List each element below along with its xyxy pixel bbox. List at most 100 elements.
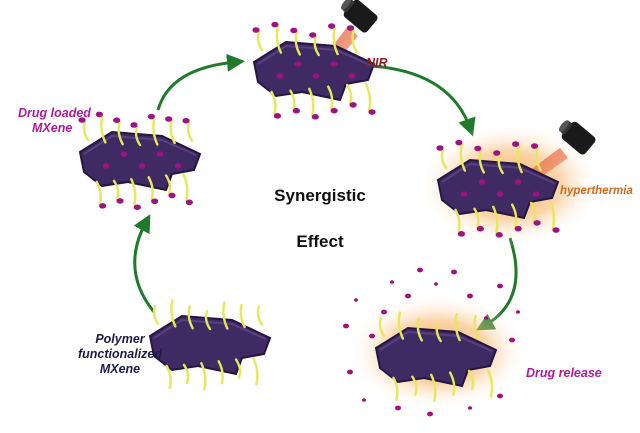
label-drug-loaded-line2: MXene <box>32 121 73 135</box>
arrow-bottom-to-left <box>133 214 156 313</box>
drug-molecule <box>512 141 520 147</box>
polymer-chain <box>256 305 264 326</box>
released-drug-dots <box>343 267 520 417</box>
polymer-chain <box>440 148 448 170</box>
drug-molecule <box>252 27 260 33</box>
polymer-chain <box>411 375 418 396</box>
polymer-chain <box>473 314 480 340</box>
polymer-chain <box>147 176 154 201</box>
polymer-chain <box>548 200 556 230</box>
drug-molecule <box>271 21 279 28</box>
polymer-chain <box>364 82 372 112</box>
drug-molecule <box>95 111 103 118</box>
label-polymer-line3: MXene <box>99 362 141 376</box>
label-nir: NIR <box>366 56 388 70</box>
polymer-chain <box>313 35 320 57</box>
polymer-chain <box>130 178 137 207</box>
drug-molecule <box>102 163 110 169</box>
released-drug-molecule <box>347 369 353 375</box>
polymer-chain <box>186 121 194 142</box>
released-drug-molecule <box>451 269 457 275</box>
polymer-chain <box>182 173 189 202</box>
polymer-chain <box>478 149 486 174</box>
polymer-chain <box>510 203 518 228</box>
drug-molecule <box>120 151 128 157</box>
polymer-chain <box>222 301 229 330</box>
polymer-chain <box>289 89 296 110</box>
drug-molecule <box>330 61 338 67</box>
released-drug-molecule <box>405 293 411 299</box>
center-title-line1: Synergistic <box>274 186 366 205</box>
polymer-chain <box>308 87 315 117</box>
polymer-chain <box>187 305 194 330</box>
polymer-chain <box>397 311 405 340</box>
label-polymer-functionalized: Polymer functionalized MXene <box>72 332 168 377</box>
polymer-chain <box>486 368 494 398</box>
drug-molecule <box>533 220 541 226</box>
drug-molecule <box>493 150 501 156</box>
polymer-chain <box>467 369 475 391</box>
released-drug-molecule <box>390 280 394 284</box>
drug-molecule <box>496 191 504 197</box>
drug-molecule <box>116 198 124 204</box>
drug-molecule <box>495 232 503 238</box>
drug-molecule <box>348 73 356 79</box>
drug-molecule <box>476 225 484 232</box>
polymer-chain <box>326 85 334 110</box>
stage-polymer-functionalized <box>148 299 272 391</box>
laser-emitter-icon <box>340 0 378 33</box>
released-drug-molecule <box>427 411 433 417</box>
drug-molecule <box>346 25 355 31</box>
drug-molecule <box>312 73 320 79</box>
mxene-sheet-highlight <box>441 162 555 184</box>
mxene-sheet-highlight <box>379 330 493 352</box>
polymer-chain <box>378 316 386 338</box>
drug-molecule <box>174 163 182 169</box>
label-drug-loaded-line1: Drug loaded <box>18 106 91 120</box>
mxene-sheet <box>78 130 202 192</box>
polymer-chain <box>448 371 456 396</box>
polymer-chain <box>454 208 461 234</box>
polymer-chain <box>392 376 399 402</box>
mxene-sheet <box>374 326 498 388</box>
drug-molecule <box>292 107 300 114</box>
label-hyperthermia: hyperthermia <box>560 185 633 197</box>
released-drug-molecule <box>395 405 401 411</box>
mxene-sheet <box>252 40 376 102</box>
released-drug-molecule <box>467 293 473 299</box>
drug-molecule <box>455 139 463 146</box>
label-polymer-line1: Polymer <box>95 332 145 346</box>
arrow-left-to-top <box>156 53 245 111</box>
polymer-chain <box>134 125 142 147</box>
drug-molecule <box>182 117 190 124</box>
released-drug-molecule <box>381 309 387 315</box>
drug-molecule <box>311 114 319 120</box>
polymer-chain <box>164 174 172 195</box>
arrow-top-to-right <box>371 64 476 137</box>
polymer-chain <box>252 357 259 386</box>
mxene-sheet-highlight <box>257 44 371 66</box>
drug-molecule <box>328 23 336 29</box>
stage-drug-loaded <box>78 111 202 211</box>
released-drug-molecule <box>354 298 358 302</box>
polymer-chain <box>217 360 224 385</box>
released-drug-molecule <box>417 267 423 273</box>
mxene-sheet <box>148 314 272 376</box>
polymer-chain <box>152 304 160 326</box>
polymer-chain <box>416 317 424 342</box>
drug-molecule <box>113 117 121 124</box>
drug-molecule <box>330 107 338 114</box>
polymer-chain <box>535 146 542 172</box>
polymer-chain <box>454 312 461 342</box>
drug-molecule <box>514 179 522 185</box>
drug-molecule <box>185 199 193 206</box>
released-drug-molecule <box>369 333 375 339</box>
polymer-chain <box>275 25 283 54</box>
drug-molecule <box>530 143 539 149</box>
polymer-chain <box>270 90 277 116</box>
polymer-chain <box>112 179 120 201</box>
drug-molecule <box>156 151 164 157</box>
released-drug-molecule <box>497 283 503 289</box>
polymer-chain <box>459 143 467 172</box>
polymer-chain <box>430 373 437 403</box>
